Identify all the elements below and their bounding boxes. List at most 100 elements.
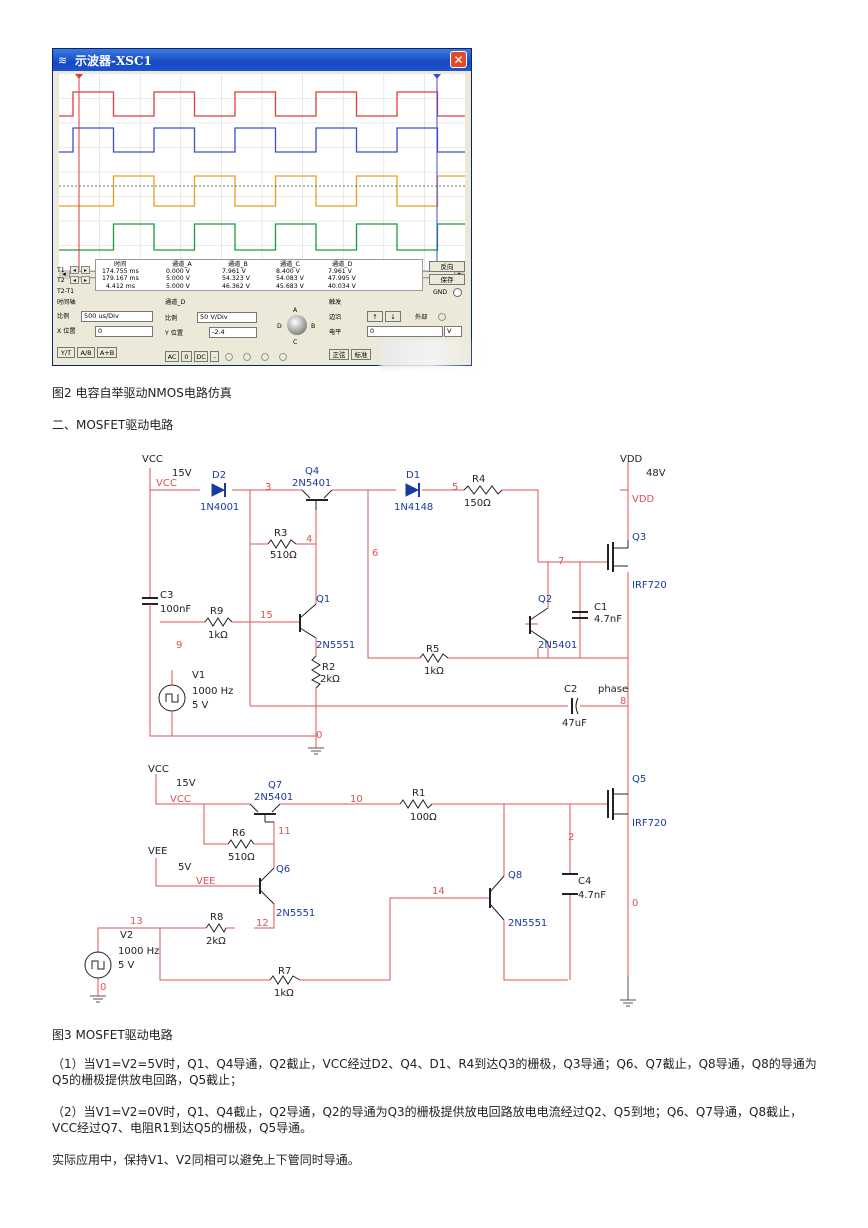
coupling-minus-button[interactable]: -: [210, 351, 219, 362]
vee-net: VEE: [196, 876, 215, 887]
c4-value: 4.7nF: [578, 890, 606, 901]
r8-value: 2kΩ: [206, 936, 226, 947]
timebase-scale-field[interactable]: 500 us/Div: [81, 311, 153, 322]
node-10: 10: [350, 794, 363, 805]
channel-radio-2[interactable]: [243, 353, 251, 361]
timebase-scale-label: 比例: [57, 313, 70, 320]
falling-edge-icon[interactable]: ↓: [385, 311, 401, 322]
vee-label: VEE: [148, 846, 167, 857]
d1-label: D1: [406, 470, 420, 481]
paragraph-2: （2）当V1=V2=0V时，Q1、Q4截止，Q2导通，Q2的导通为Q3的栅极提供…: [52, 1105, 803, 1135]
coupling-dc-button[interactable]: DC: [194, 351, 208, 362]
trigger-sine-button[interactable]: 正弦: [329, 349, 349, 360]
channel-scale-field[interactable]: 50 V/Div: [197, 312, 257, 323]
channel-radio-3[interactable]: [261, 353, 269, 361]
level-label: 电平: [329, 329, 342, 336]
oscilloscope-icon: ≋: [58, 54, 68, 67]
r6-label: R6: [232, 828, 245, 839]
coupling-ac-button[interactable]: AC: [165, 351, 179, 362]
t2t1-label: T2-T1: [57, 288, 75, 295]
trace-b: [59, 127, 465, 153]
q4-label: Q4: [305, 466, 319, 477]
resistor-r7: [269, 975, 301, 985]
node-6: 6: [372, 548, 378, 559]
knob-d-label: D: [277, 323, 282, 330]
t2-left-arrow-icon[interactable]: ◂: [70, 276, 79, 284]
x-position-label: X 位置: [57, 328, 76, 335]
mode-apb-button[interactable]: A+B: [97, 347, 117, 358]
save-button[interactable]: 保存: [429, 274, 465, 285]
external-radio[interactable]: [438, 313, 446, 321]
y-position-field[interactable]: -2.4: [209, 327, 257, 338]
t1-left-arrow-icon[interactable]: ◂: [70, 266, 79, 274]
window-titlebar[interactable]: ≋ 示波器-XSC1 ✕: [53, 49, 471, 71]
transistor-q7: [249, 803, 281, 823]
vdd-48v: 48V: [646, 468, 666, 479]
mode-yt-button[interactable]: Y/T: [57, 347, 75, 358]
scroll-left-arrow-icon[interactable]: ◂: [62, 270, 66, 278]
r4-value: 150Ω: [464, 498, 491, 509]
r6-value: 510Ω: [228, 852, 255, 863]
rising-edge-icon[interactable]: ↑: [367, 311, 383, 322]
scope-display: [59, 74, 465, 270]
t1-ch-d: 7.961 V: [328, 268, 352, 275]
reverse-button[interactable]: 反向: [429, 261, 465, 272]
timebase-label: 时间轴: [57, 299, 76, 306]
t1-time: 174.755 ms: [102, 268, 139, 275]
trigger-level-unit[interactable]: V: [444, 326, 462, 337]
t2-label: T2: [57, 277, 65, 284]
q7-part: 2N5401: [254, 792, 293, 803]
node-14: 14: [432, 886, 445, 897]
mosfet-driver-schematic: VCC 15V VCC D2 1N4001 Q4 2N5401 D1 1N414…: [84, 454, 667, 1007]
t1-ch-a: 0.000 V: [166, 268, 190, 275]
scope-grid: [59, 74, 465, 270]
channel-selector-knob[interactable]: [287, 315, 307, 335]
c4-label: C4: [578, 876, 591, 887]
gnd-label: GND: [433, 289, 448, 296]
transistor-q6: [259, 867, 275, 905]
r5-value: 1kΩ: [424, 666, 444, 677]
external-label: 外部: [415, 314, 428, 321]
q1-part: 2N5551: [316, 640, 355, 651]
channel-radio-1[interactable]: [225, 353, 233, 361]
t2-ch-c: 54.083 V: [276, 275, 304, 282]
q5-label: Q5: [632, 774, 646, 785]
node-0a: 0: [316, 730, 322, 741]
c2-value: 47uF: [562, 718, 587, 729]
t1-right-arrow-icon[interactable]: ▸: [81, 266, 90, 274]
source-v2: [84, 951, 112, 979]
transistor-q4: [301, 489, 333, 510]
c2-label: C2: [564, 684, 577, 695]
r7-value: 1kΩ: [274, 988, 294, 999]
channel-radio-4[interactable]: [279, 353, 287, 361]
channel-scale-label: 比例: [165, 315, 178, 322]
node-4: 4: [306, 534, 312, 545]
mosfet-q3: [607, 540, 629, 572]
figure3-caption: 图3 MOSFET驱动电路: [52, 1028, 173, 1042]
q8-label: Q8: [508, 870, 522, 881]
header-ch-d: 通道_D: [332, 261, 353, 268]
header-ch-a: 通道_A: [172, 261, 192, 268]
mode-ab-button[interactable]: A/B: [77, 347, 95, 358]
trigger-standard-button[interactable]: 标准: [351, 349, 371, 360]
header-ch-b: 通道_B: [228, 261, 248, 268]
resistor-r5: [419, 653, 449, 663]
node-12: 12: [256, 918, 269, 929]
r9-label: R9: [210, 606, 223, 617]
gnd-radio[interactable]: [453, 288, 462, 297]
transistor-q8: [489, 875, 505, 921]
x-position-field[interactable]: 0: [95, 326, 153, 337]
trigger-level-field[interactable]: 0: [367, 326, 443, 337]
phase-label: phase: [598, 684, 628, 695]
d2-label: D2: [212, 470, 226, 481]
v1-label: V1: [192, 670, 205, 681]
q3-label: Q3: [632, 532, 646, 543]
q6-part: 2N5551: [276, 908, 315, 919]
components: [84, 483, 629, 985]
close-button[interactable]: ✕: [450, 51, 467, 68]
figure2-caption: 图2 电容自举驱动NMOS电路仿真: [52, 386, 232, 400]
t2-right-arrow-icon[interactable]: ▸: [81, 276, 90, 284]
q5-part: IRF720: [632, 818, 667, 829]
coupling-zero-button[interactable]: 0: [181, 351, 192, 362]
r2-value: 2kΩ: [320, 674, 340, 685]
